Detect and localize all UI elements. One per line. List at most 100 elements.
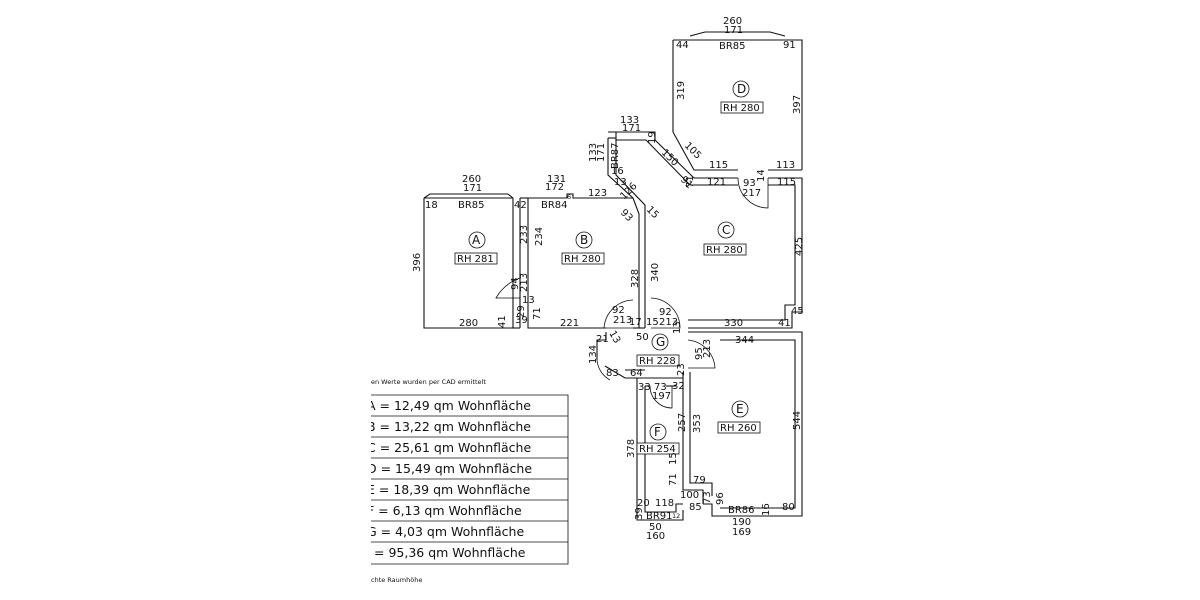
legend-row-g: G = 4,03 qm Wohnfläche [367, 524, 524, 539]
dimension-label: 71 [532, 307, 543, 320]
room-height-b: RH 280 [564, 254, 601, 265]
dimension-label: 544 [792, 411, 803, 430]
dimension-label: 13 [614, 177, 627, 188]
room-height-c: RH 280 [706, 245, 743, 256]
dimension-label: 93 [743, 178, 756, 189]
dimension-label: 23 [676, 363, 687, 376]
dimension-label: 83 [606, 368, 619, 379]
dimension-label: 17 [629, 317, 642, 328]
dimension-label: BR85 [458, 200, 485, 211]
dimension-label: 41 [497, 315, 508, 328]
dimension-label: 92 [612, 305, 625, 316]
dimension-label: 172 [545, 182, 564, 193]
dimension-label: 15 [644, 204, 661, 221]
dimension-label: 234 [534, 227, 545, 246]
dimension-label: 233 [519, 225, 530, 244]
room-height-f: RH 254 [639, 444, 676, 455]
room-height-d: RH 280 [723, 103, 760, 114]
room-height-a: RH 281 [457, 254, 494, 265]
room-id-e: E [736, 402, 744, 416]
dimension-label: 328 [630, 269, 641, 288]
dimension-label: 118 [655, 498, 674, 509]
dimension-labels: 260 171 18 BR85 42 233 396 94 213 13 29 … [412, 16, 805, 542]
dimension-label: 319 [676, 81, 687, 100]
dimension-label: 115 [777, 177, 796, 188]
room-circle-e [731, 400, 749, 418]
dimension-label: 91 [783, 40, 796, 51]
legend-row-total: = 95,36 qm Wohnfläche [374, 545, 526, 560]
dimension-label: 18 [425, 200, 438, 211]
dimension-label: 15 [646, 317, 659, 328]
room-circle-c [717, 221, 735, 239]
legend-row-c: C = 25,61 qm Wohnfläche [367, 440, 531, 455]
dimension-label: 221 [560, 318, 579, 329]
dimension-label: 41 [778, 318, 791, 329]
dimension-label: 33 [638, 382, 651, 393]
dimension-label: 105 [682, 140, 703, 161]
dimension-label: BR84 [541, 200, 568, 211]
dimension-label: 213 [702, 339, 713, 358]
room-id-b: B [580, 233, 588, 247]
dimension-label: 44 [676, 40, 689, 51]
dimension-label: 260 [462, 174, 481, 185]
dimension-label: 50 [636, 332, 649, 343]
dimension-label: 85 [689, 502, 702, 513]
doors [495, 177, 769, 409]
dimension-label: 45 [791, 306, 804, 317]
room-circle-d [732, 80, 750, 98]
dimension-label: 19 [647, 131, 658, 144]
dimension-label: 344 [735, 335, 754, 346]
room-height-e: RH 260 [720, 423, 757, 434]
dimension-label: 95 [694, 347, 705, 360]
legend-row-a: A = 12,49 qm Wohnfläche [367, 398, 531, 413]
legend-row-f: F = 6,13 qm Wohnfläche [367, 503, 522, 518]
dimension-label: 133 [588, 143, 599, 162]
dimension-label: 16 [761, 503, 772, 516]
room-circle-g [651, 333, 669, 351]
dimension-label: 100 [680, 490, 699, 501]
dimension-label: 6 [567, 193, 571, 201]
area-legend: en Werte wurden per CAD ermittelt A = 12… [367, 378, 569, 584]
legend-footer: chte Raumhöhe [371, 576, 422, 584]
dimension-label: 13 [522, 295, 535, 306]
dimension-label: BR86 [728, 505, 755, 516]
room-id-c: C [722, 223, 730, 237]
dimension-label: 169 [732, 527, 751, 538]
dimension-label: 42 [514, 200, 527, 211]
dimension-label: 21 [596, 334, 609, 345]
walls [423, 31, 803, 521]
room-circle-f [649, 423, 667, 441]
dimension-label: 160 [646, 531, 665, 542]
dimension-label: 378 [626, 439, 637, 458]
dimension-label: 131 [547, 174, 566, 185]
dimension-label: 96 [715, 492, 726, 505]
dimension-label: 171 [596, 143, 607, 162]
dimension-label: 80 [782, 502, 795, 513]
dimension-label: 113 [776, 160, 795, 171]
dimension-label: 73 [702, 491, 713, 504]
dimension-label: 213 [659, 317, 678, 328]
dimension-label: 280 [459, 318, 478, 329]
dimension-label: 213 [613, 315, 632, 326]
dimension-label: 260 [723, 16, 742, 27]
dimension-label: 20 [637, 498, 650, 509]
dimension-label: 171 [724, 25, 743, 36]
room-height-g: RH 228 [639, 356, 676, 367]
room-circle-a [468, 231, 486, 249]
room-id-f: F [654, 425, 661, 439]
dimension-label: 13 [672, 321, 683, 334]
dimension-label: 50 [649, 522, 662, 533]
dimension-label: 71 [685, 175, 696, 188]
dimension-label: 13 [606, 329, 622, 346]
dimension-label: 353 [692, 414, 703, 433]
dimension-label: 134 [588, 345, 599, 364]
room-id-d: D [737, 82, 746, 96]
dimension-label: 190 [732, 517, 751, 528]
dimension-label: BR91 [646, 511, 673, 522]
dimension-label: 79 [693, 475, 706, 486]
dimension-label: 32 [672, 381, 685, 392]
dimension-label: 171 [622, 123, 641, 134]
dimension-label: 171 [463, 183, 482, 194]
dimension-label: 340 [650, 263, 661, 282]
